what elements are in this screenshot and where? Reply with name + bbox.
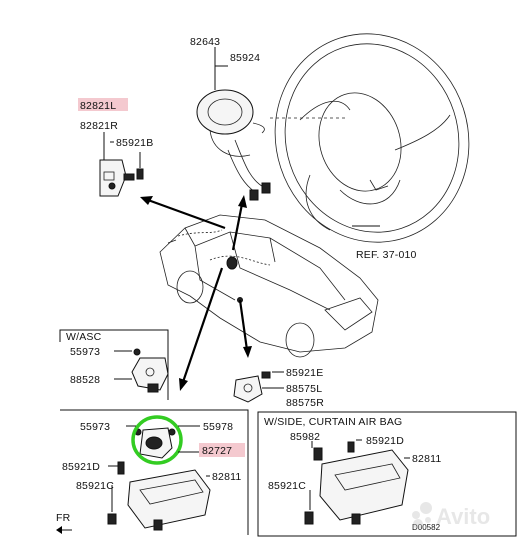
part-85921e: 85921E — [286, 367, 323, 379]
callout-arrows — [140, 195, 252, 391]
highlight-82727 — [199, 443, 245, 457]
part-55973-asc: 55973 — [70, 346, 100, 358]
part-85921c: 85921C — [76, 480, 114, 492]
asc-bracket — [59, 329, 169, 400]
part-85921d: 85921D — [62, 461, 100, 473]
part-88575l: 88575L — [286, 383, 322, 395]
asc-sensor — [131, 348, 169, 393]
front-sensor — [99, 159, 144, 197]
rear-sensor — [233, 371, 271, 403]
steering-wheel — [274, 33, 470, 243]
diagram-code: D00582 — [412, 523, 441, 532]
part-85921b: 85921B — [116, 137, 153, 149]
vehicle-outline — [159, 214, 379, 358]
highlight-82821l — [78, 98, 128, 111]
fr-label: FR — [56, 512, 71, 524]
part-82643: 82643 — [190, 36, 220, 48]
part-82811-b: 82811 — [412, 453, 441, 465]
avito-watermark: Avito — [412, 502, 490, 529]
impact-sensor-82727 — [134, 427, 176, 459]
airbag-module-right — [304, 441, 409, 525]
asc-title: W/ASC — [66, 331, 102, 343]
part-82821l: 82821L — [80, 100, 116, 112]
part-85924: 85924 — [230, 52, 260, 64]
clock-spring — [196, 89, 345, 201]
side-curtain-title: W/SIDE, CURTAIN AIR BAG — [264, 416, 402, 428]
ref-label: REF. 37-010 — [356, 249, 417, 261]
part-85921d-b: 85921D — [366, 435, 404, 447]
part-88575r: 88575R — [286, 397, 324, 409]
part-85982: 85982 — [290, 431, 320, 443]
module-bracket-left — [60, 409, 249, 535]
part-85921c-b: 85921C — [268, 480, 306, 492]
part-82821r: 82821R — [80, 120, 118, 132]
fr-arrow-icon — [56, 526, 72, 534]
part-82727: 82727 — [202, 445, 232, 457]
part-55978: 55978 — [203, 421, 233, 433]
watermark-text: Avito — [436, 504, 490, 529]
airbag-module-left — [107, 461, 211, 531]
part-82811: 82811 — [212, 471, 241, 483]
part-55973: 55973 — [80, 421, 110, 433]
side-curtain-box — [257, 411, 517, 537]
highlight-circle — [131, 415, 183, 465]
part-88528: 88528 — [70, 374, 100, 386]
